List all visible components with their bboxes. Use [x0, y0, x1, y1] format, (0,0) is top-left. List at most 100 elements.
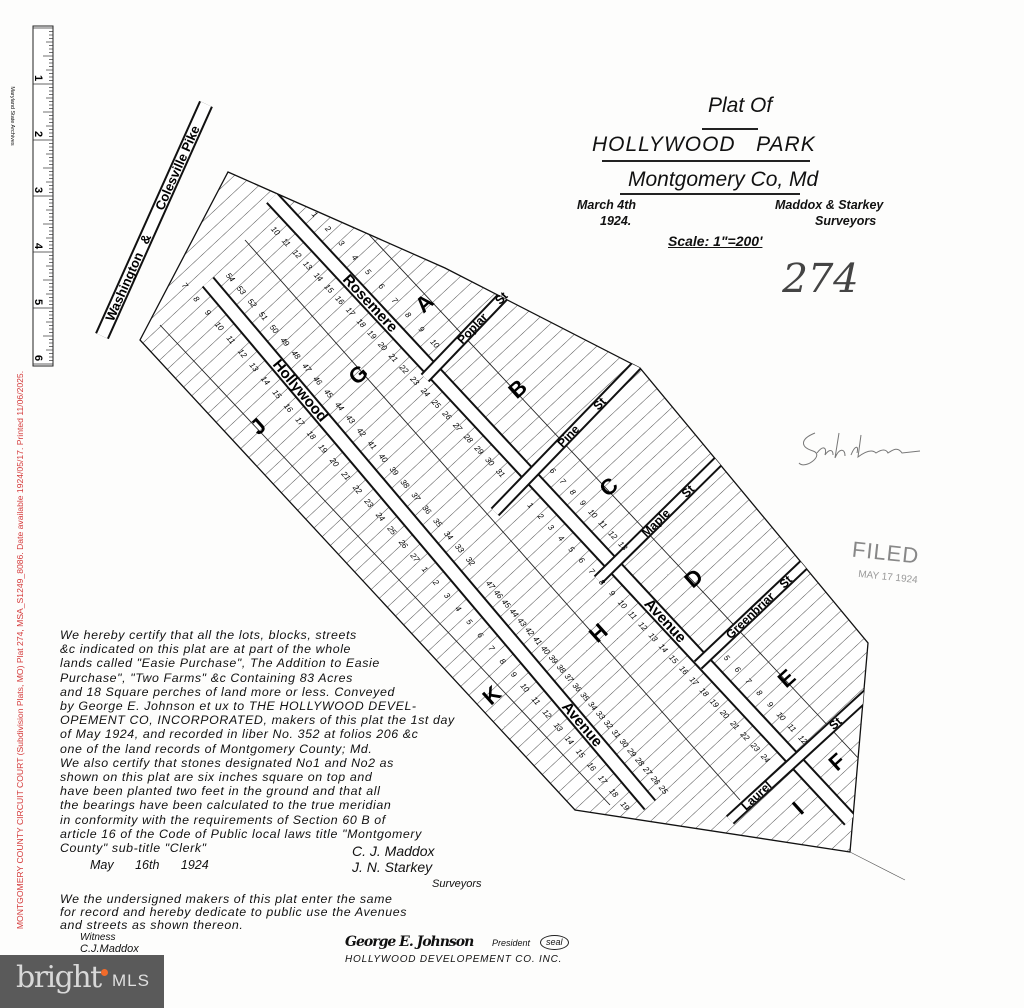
- certification-line: Purchase", "Two Farms" &c Containing 83 …: [60, 670, 353, 685]
- witness-name: C.J.Maddox: [80, 943, 139, 955]
- lot-number: 6: [577, 556, 587, 566]
- dedication-line: for record and hereby dedicate to public…: [60, 905, 408, 919]
- lot-number: 9: [417, 325, 427, 335]
- lot-number: 7: [558, 477, 568, 487]
- lot-number: 8: [403, 310, 413, 320]
- certification-line: one of the land records of Montgomery Co…: [60, 741, 373, 756]
- lot-number: 9: [607, 589, 617, 599]
- logo-accent-dot: [101, 969, 108, 976]
- lot-number: 1: [310, 210, 320, 219]
- dedication-line: We the undersigned makers of this plat e…: [60, 892, 393, 906]
- lot-number: 2: [322, 223, 333, 234]
- lot-number: 4: [453, 604, 463, 614]
- certification-line: in conformity with the requirements of S…: [60, 812, 386, 827]
- lot-number: 5: [363, 267, 373, 277]
- lot-number: 7: [180, 281, 190, 291]
- certification-line: the bearings have been calculated to the…: [60, 798, 392, 813]
- president-signature: George E. Johnson: [345, 934, 474, 950]
- certification-line: have been planted two feet in the ground…: [60, 784, 381, 799]
- surveyors-label: Surveyors: [815, 214, 877, 228]
- pike-label-colesville: Colesville Pike: [152, 123, 203, 212]
- lot-number: 5: [722, 653, 732, 663]
- surveyors-name: Maddox & Starkey: [775, 198, 884, 212]
- pine-street: [490, 357, 645, 517]
- lot-number: 9: [765, 700, 775, 710]
- logo-suffix: MLS: [112, 971, 150, 990]
- plat-year: 1924.: [600, 214, 632, 228]
- dedication-text: We the undersigned makers of this plat e…: [60, 893, 407, 932]
- plat-date: March 4th: [577, 198, 637, 212]
- lot-number: 9: [509, 670, 519, 680]
- lot-number: 5: [464, 617, 474, 627]
- plat-scale: Scale: 1"=200': [668, 233, 763, 249]
- pike-label-washington: Washington: [102, 250, 146, 324]
- certification-line: article 16 of the Code of Public local l…: [60, 826, 422, 841]
- lot-number: 6: [548, 466, 558, 476]
- surveyor-signature-maddox: C. J. Maddox: [352, 843, 435, 859]
- rosemere-avenue: [266, 192, 856, 826]
- title-underline: [702, 128, 758, 130]
- lot-number: 5: [566, 545, 576, 555]
- lot-number: 7: [587, 567, 597, 577]
- lot-number: 4: [350, 253, 360, 263]
- ruler-number: 3: [32, 187, 44, 193]
- ruler-number: 6: [32, 355, 44, 361]
- ruler-number: 2: [32, 131, 44, 137]
- certification-text: We hereby certify that all the lots, blo…: [60, 628, 520, 855]
- certification-line: by George E. Johnson et ux to THE HOLLYW…: [60, 699, 417, 714]
- ruler-number: 5: [32, 299, 44, 305]
- certification-line: We hereby certify that all the lots, blo…: [60, 628, 357, 642]
- lot-number: 3: [546, 523, 556, 533]
- lot-number: 1: [420, 565, 430, 574]
- lot-number: 8: [498, 657, 508, 667]
- certification-line: shown on this plat are six inches square…: [60, 770, 373, 785]
- dedication-line: and streets as shown thereon.: [60, 918, 244, 932]
- lot-number: 7: [744, 677, 754, 687]
- title-underline: [602, 160, 810, 162]
- certification-line: We also certify that stones designated N…: [60, 755, 394, 770]
- lot-number: 2: [430, 577, 441, 587]
- witness-label: Witness: [80, 932, 116, 943]
- lot-number: 3: [442, 591, 452, 601]
- lot-number: 4: [556, 534, 566, 544]
- ruler-number: 1: [32, 75, 44, 81]
- lot-number: 2: [535, 511, 546, 522]
- lot-number: 1: [526, 501, 536, 510]
- plat-title-line1: Plat Of: [708, 94, 773, 117]
- stone-marker-line: [849, 851, 906, 881]
- plat-title-line3: Montgomery Co, Md: [628, 168, 819, 191]
- washington-colesville-pike: [95, 100, 213, 340]
- poplar-street: [420, 279, 520, 383]
- lot-number: 8: [191, 294, 201, 304]
- lot-number: 6: [377, 282, 387, 292]
- rear-lot-lines: [159, 224, 861, 806]
- title-underline: [620, 193, 800, 195]
- lot-number: 8: [597, 578, 607, 588]
- bright-mls-logo: bright MLS: [0, 955, 164, 1008]
- ruler-number: 4: [32, 243, 44, 250]
- lot-number: 41: [366, 439, 379, 452]
- lot-number: 8: [568, 487, 578, 497]
- lot-number: 41: [531, 635, 544, 648]
- lot-number: 6: [733, 665, 743, 675]
- certification-line: lands called "Easie Purchase", The Addit…: [60, 656, 380, 671]
- logo-brand: bright: [16, 960, 102, 995]
- lot-number: 7: [390, 296, 400, 306]
- president-title: President: [492, 938, 531, 948]
- hollywood-avenue: [201, 276, 657, 811]
- certification-date: May 16th 1924: [90, 858, 209, 872]
- handwritten-signature-mark: [798, 432, 921, 466]
- maple-street: [593, 435, 745, 585]
- certification-line: and 18 Square perches of land more or le…: [60, 684, 395, 699]
- surveyor-signature-starkey: J. N. Starkey: [352, 859, 433, 875]
- laurel-street: [725, 685, 868, 825]
- lot-number: 31: [610, 728, 623, 741]
- lot-number: 6: [475, 631, 485, 641]
- company-name: HOLLYWOOD DEVELOPEMENT CO. INC.: [345, 954, 563, 965]
- certification-line: OPEMENT CO, INCORPORATED, makers of this…: [60, 713, 455, 728]
- seal-mark: seal: [540, 935, 569, 950]
- lot-number: 9: [203, 308, 213, 318]
- surveyors-role: Surveyors: [432, 878, 482, 890]
